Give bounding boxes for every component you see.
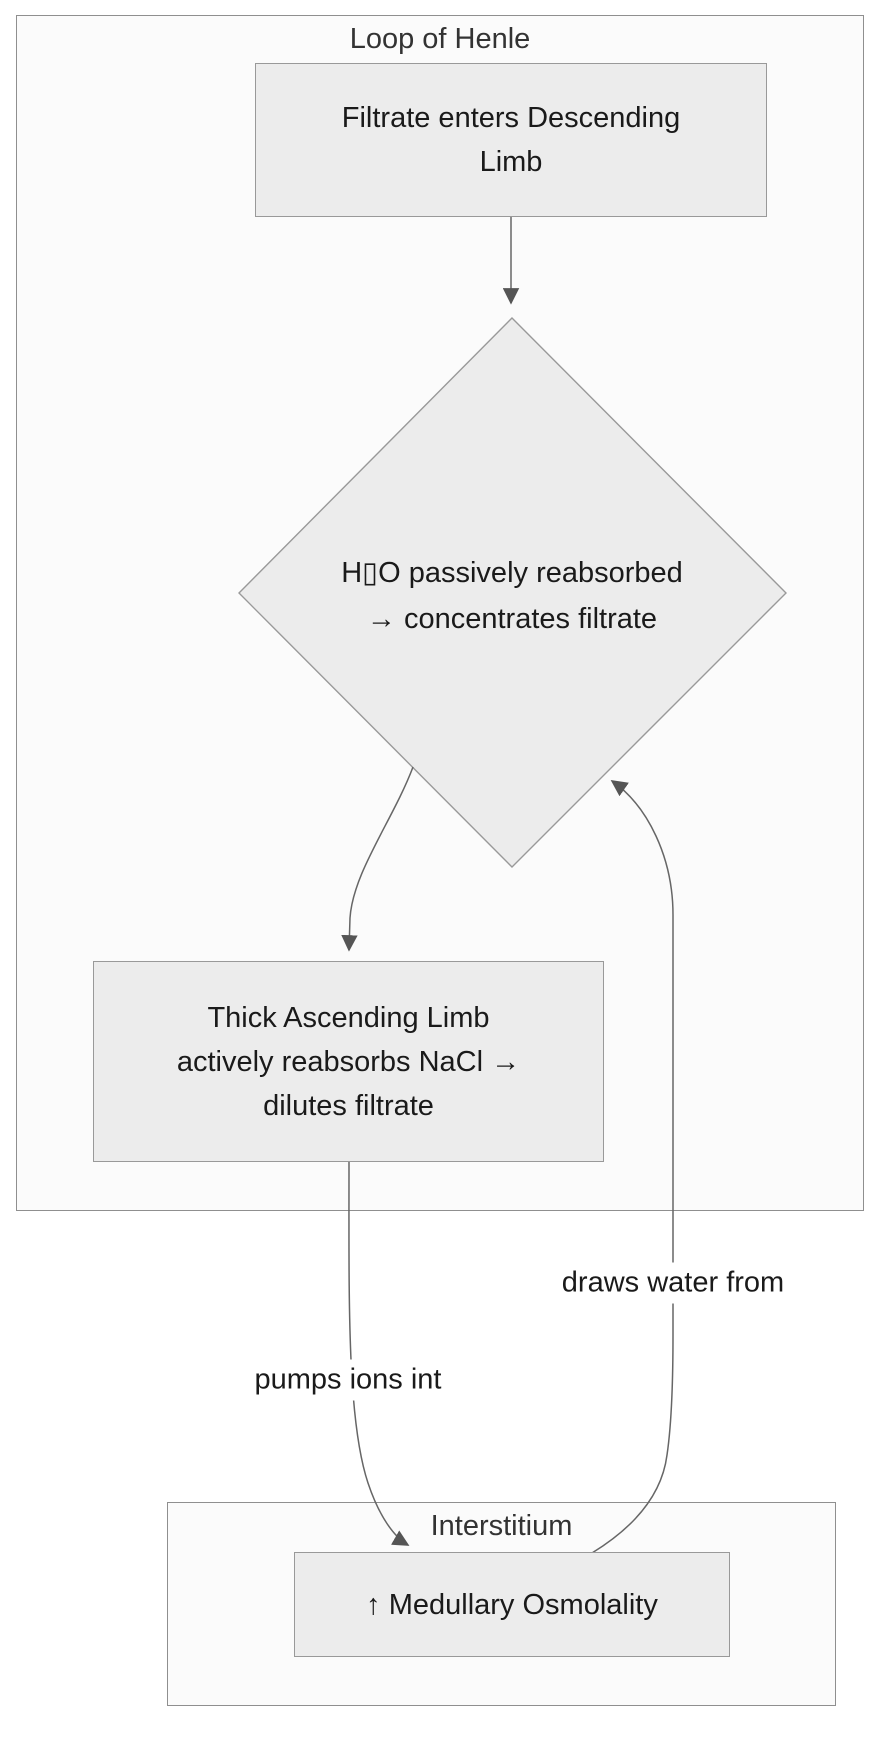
node-h2o-diamond-label: H▯O passively reabsorbed → concentrates … [341, 557, 683, 635]
diamond-shape [238, 317, 787, 868]
edge-h2o-to-thick [341, 766, 414, 952]
node-filtrate-enters: Filtrate enters Descending Limb [255, 63, 767, 217]
edge-label-pumps-ions: pumps ions int [244, 1359, 452, 1401]
cluster-label-interstitium: Interstitium [430, 1510, 573, 1542]
edge-thick-to-osmolality [348, 1161, 410, 1546]
node-thick-ascending-limb: Thick Ascending Limb actively reabsorbs … [93, 961, 604, 1162]
edge-osmolality-to-h2o [591, 780, 674, 1554]
node-medullary-osmolality: ↑ Medullary Osmolality [294, 1552, 730, 1657]
cluster-label-loop-of-henle: Loop of Henle [349, 23, 531, 55]
edge-label-draws-water: draws water from [551, 1262, 795, 1304]
